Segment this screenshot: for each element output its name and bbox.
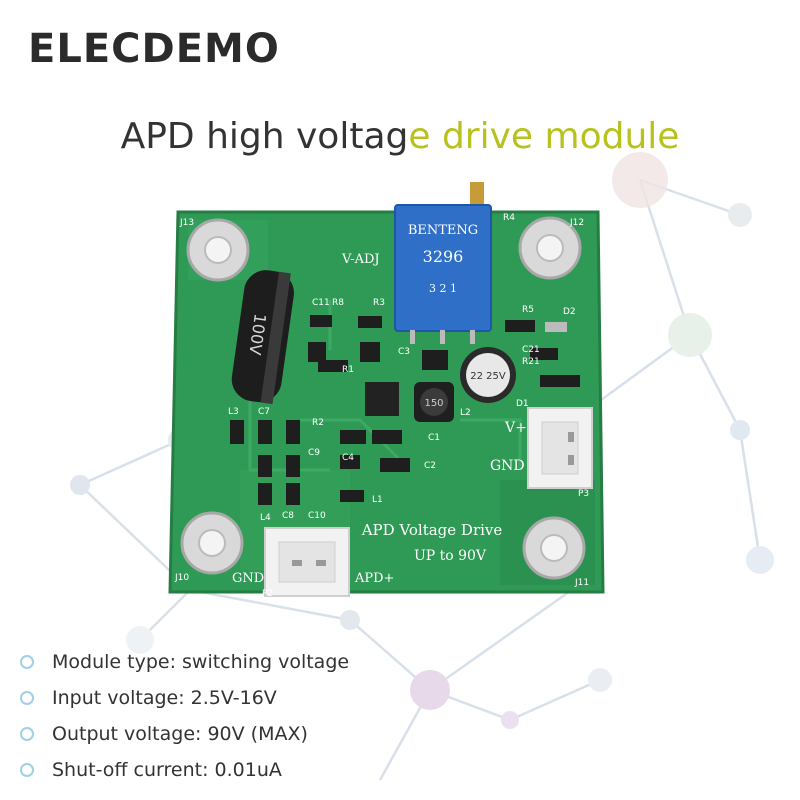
svg-text:C10: C10 [308,511,326,521]
svg-text:P2: P2 [262,589,273,599]
headline: APD high voltage drive module [0,116,800,157]
svg-text:J12: J12 [569,218,584,228]
headline-part2: e drive module [408,116,680,157]
svg-text:R4: R4 [503,213,515,223]
bullet-icon [20,763,34,777]
ic-chip [365,382,399,416]
inductor-text: 150 [424,398,443,409]
gnd-left-label: GND [232,571,264,586]
svg-text:R21: R21 [522,357,540,367]
small-cap-text: 22 25V [470,371,506,382]
gnd-right-label: GND [490,458,525,474]
spec-text: Input voltage: 2.5V-16V [52,687,277,709]
svg-text:D2: D2 [563,307,576,317]
headline-part1: APD high voltag [120,116,409,157]
potentiometer: BENTENG 3296 3 2 1 [394,182,492,344]
svg-text:R8: R8 [332,298,344,308]
svg-text:R1: R1 [342,365,354,375]
mounting-hole-j13 [186,218,250,282]
svg-text:R5: R5 [522,305,534,315]
vplus-label: V+ [504,420,527,436]
svg-text:C3: C3 [398,347,410,357]
svg-text:C11: C11 [312,298,330,308]
spec-item: Output voltage: 90V (MAX) [20,716,349,752]
silkscreen-title: APD Voltage Drive [361,521,503,539]
mounting-hole-j12 [518,216,582,280]
spec-item: Shut-off current: 0.01uA [20,752,349,788]
inductor-l2: 150 [414,382,454,422]
svg-text:C7: C7 [258,407,270,417]
background-nodes [70,152,774,729]
bullet-icon [20,691,34,705]
svg-text:C21: C21 [522,345,540,355]
ref-designators: J13 J12 J10 J11 R4 R5 D2 C11 R8 R3 C3 C2… [174,213,589,599]
bullet-icon [20,655,34,669]
spec-text: Output voltage: 90V (MAX) [52,723,308,745]
svg-text:C9: C9 [308,448,320,458]
svg-text:J11: J11 [574,578,589,588]
smd-components [230,315,580,505]
svg-text:C2: C2 [424,461,436,471]
spec-text: Module type: switching voltage [52,651,350,673]
spec-list: Module type: switching voltage Input vol… [20,644,349,788]
bullet-icon [20,727,34,741]
connector-p3 [527,407,593,489]
apd-plus-label: APD+ [354,571,394,586]
svg-text:P3: P3 [578,489,589,499]
silkscreen-sub: UP to 90V [414,548,487,564]
small-capacitor: 22 25V [460,347,516,403]
electrolytic-capacitor: 100V [231,270,294,405]
svg-text:R3: R3 [373,298,385,308]
pot-brand-text: BENTENG [408,223,478,238]
spec-text: Shut-off current: 0.01uA [52,759,282,781]
svg-text:L2: L2 [460,408,471,418]
svg-text:D1: D1 [516,399,529,409]
v-adj-label: V-ADJ [341,252,380,267]
pot-pins-text: 3 2 1 [429,282,457,295]
svg-text:J10: J10 [174,573,189,583]
mounting-hole-j10 [180,511,244,575]
connector-p2 [264,527,350,597]
mounting-hole-j11 [522,516,586,580]
spec-item: Input voltage: 2.5V-16V [20,680,349,716]
svg-text:J13: J13 [179,218,194,228]
svg-text:C4: C4 [342,453,354,463]
svg-text:L1: L1 [372,495,383,505]
svg-text:L3: L3 [228,407,239,417]
pot-model-text: 3296 [423,247,464,266]
svg-text:C1: C1 [428,433,440,443]
svg-text:R2: R2 [312,418,324,428]
spec-item: Module type: switching voltage [20,644,349,680]
brand-logo: ELECDEMO [28,26,280,72]
svg-text:C8: C8 [282,511,294,521]
svg-text:L4: L4 [260,513,271,523]
